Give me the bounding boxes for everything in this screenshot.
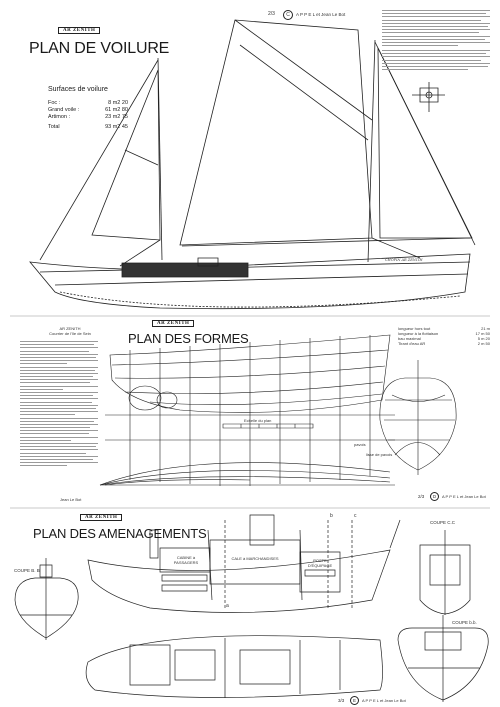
top-plate-number: 2/3 — [268, 11, 275, 17]
bottom-cartouche: AR ZENITH — [80, 514, 123, 521]
top-cartouche: AR ZENITH — [58, 27, 101, 34]
lines-plan-title: PLAN DES FORMES — [128, 331, 249, 346]
sail-row-grand-voile: Grand voile :61 m2 80 — [48, 107, 128, 113]
sail-row-foc: Foc :8 m2 20 — [48, 100, 128, 106]
top-plate-mark: C — [283, 10, 293, 20]
sail-surfaces-title: Surfaces de voilure — [48, 86, 108, 93]
middle-cartouche: AR ZENITH — [152, 320, 195, 327]
room-cabin: CABINE à PASSAGERS — [173, 555, 199, 565]
sail-row-artimon: Artimon :23 m2 75 — [48, 114, 128, 120]
cut-letter-a: a — [226, 603, 229, 609]
sail-plan-drawing — [30, 20, 475, 309]
room-hold: CALE à MARCHANDISES — [231, 556, 279, 561]
accommodation-title: PLAN DES AMENAGEMENTS — [33, 526, 207, 541]
sail-plan-title: PLAN DE VOILURE — [29, 40, 170, 57]
room-crew: POSTE D'ÉQUIPAGE — [307, 558, 333, 568]
lines-plan-drawing — [100, 335, 456, 486]
middle-credit: A P P E L et Jean Le Bot — [442, 494, 486, 499]
section-label-cc: COUPE C.C — [430, 520, 456, 525]
top-text-block — [382, 10, 490, 48]
section-label-bb-right: COUPE b.b. — [452, 620, 477, 625]
sail-surfaces-table: Foc :8 m2 20 Grand voile :61 m2 80 Artim… — [48, 100, 128, 131]
bottom-plate-number: 3/3 — [338, 698, 345, 703]
scale-label: Echelle du plan — [244, 418, 272, 423]
section-label-bb-left: COUPE B. B — [14, 568, 40, 573]
annotation-pavois: pavois — [354, 442, 366, 447]
lines-text-block — [20, 341, 98, 469]
lines-credit-small: Jean Le Bot — [60, 497, 82, 502]
middle-plate-number: 2/3 — [418, 494, 425, 499]
bottom-plate-mark: E — [350, 696, 359, 705]
accommodation-drawing — [15, 515, 488, 702]
middle-plate-mark: D — [430, 492, 439, 501]
cut-letter-b: b — [330, 513, 333, 519]
annotation-lisse: lisse de pavois — [366, 452, 393, 457]
lines-caption-1: AR ZENITH — [59, 326, 81, 331]
top-text-block-2 — [382, 50, 490, 72]
lines-caption-2: Courrier de l'île de Sein — [49, 331, 91, 336]
hull-name: CHOPIN AR ZENITH — [385, 258, 423, 262]
top-credit: A P P E L et Jean Le Bot — [296, 12, 346, 17]
cut-letter-c: c — [354, 513, 357, 519]
bottom-credit: A P P E L et Jean Le Bot — [362, 698, 406, 703]
fitting-detail — [412, 82, 445, 112]
